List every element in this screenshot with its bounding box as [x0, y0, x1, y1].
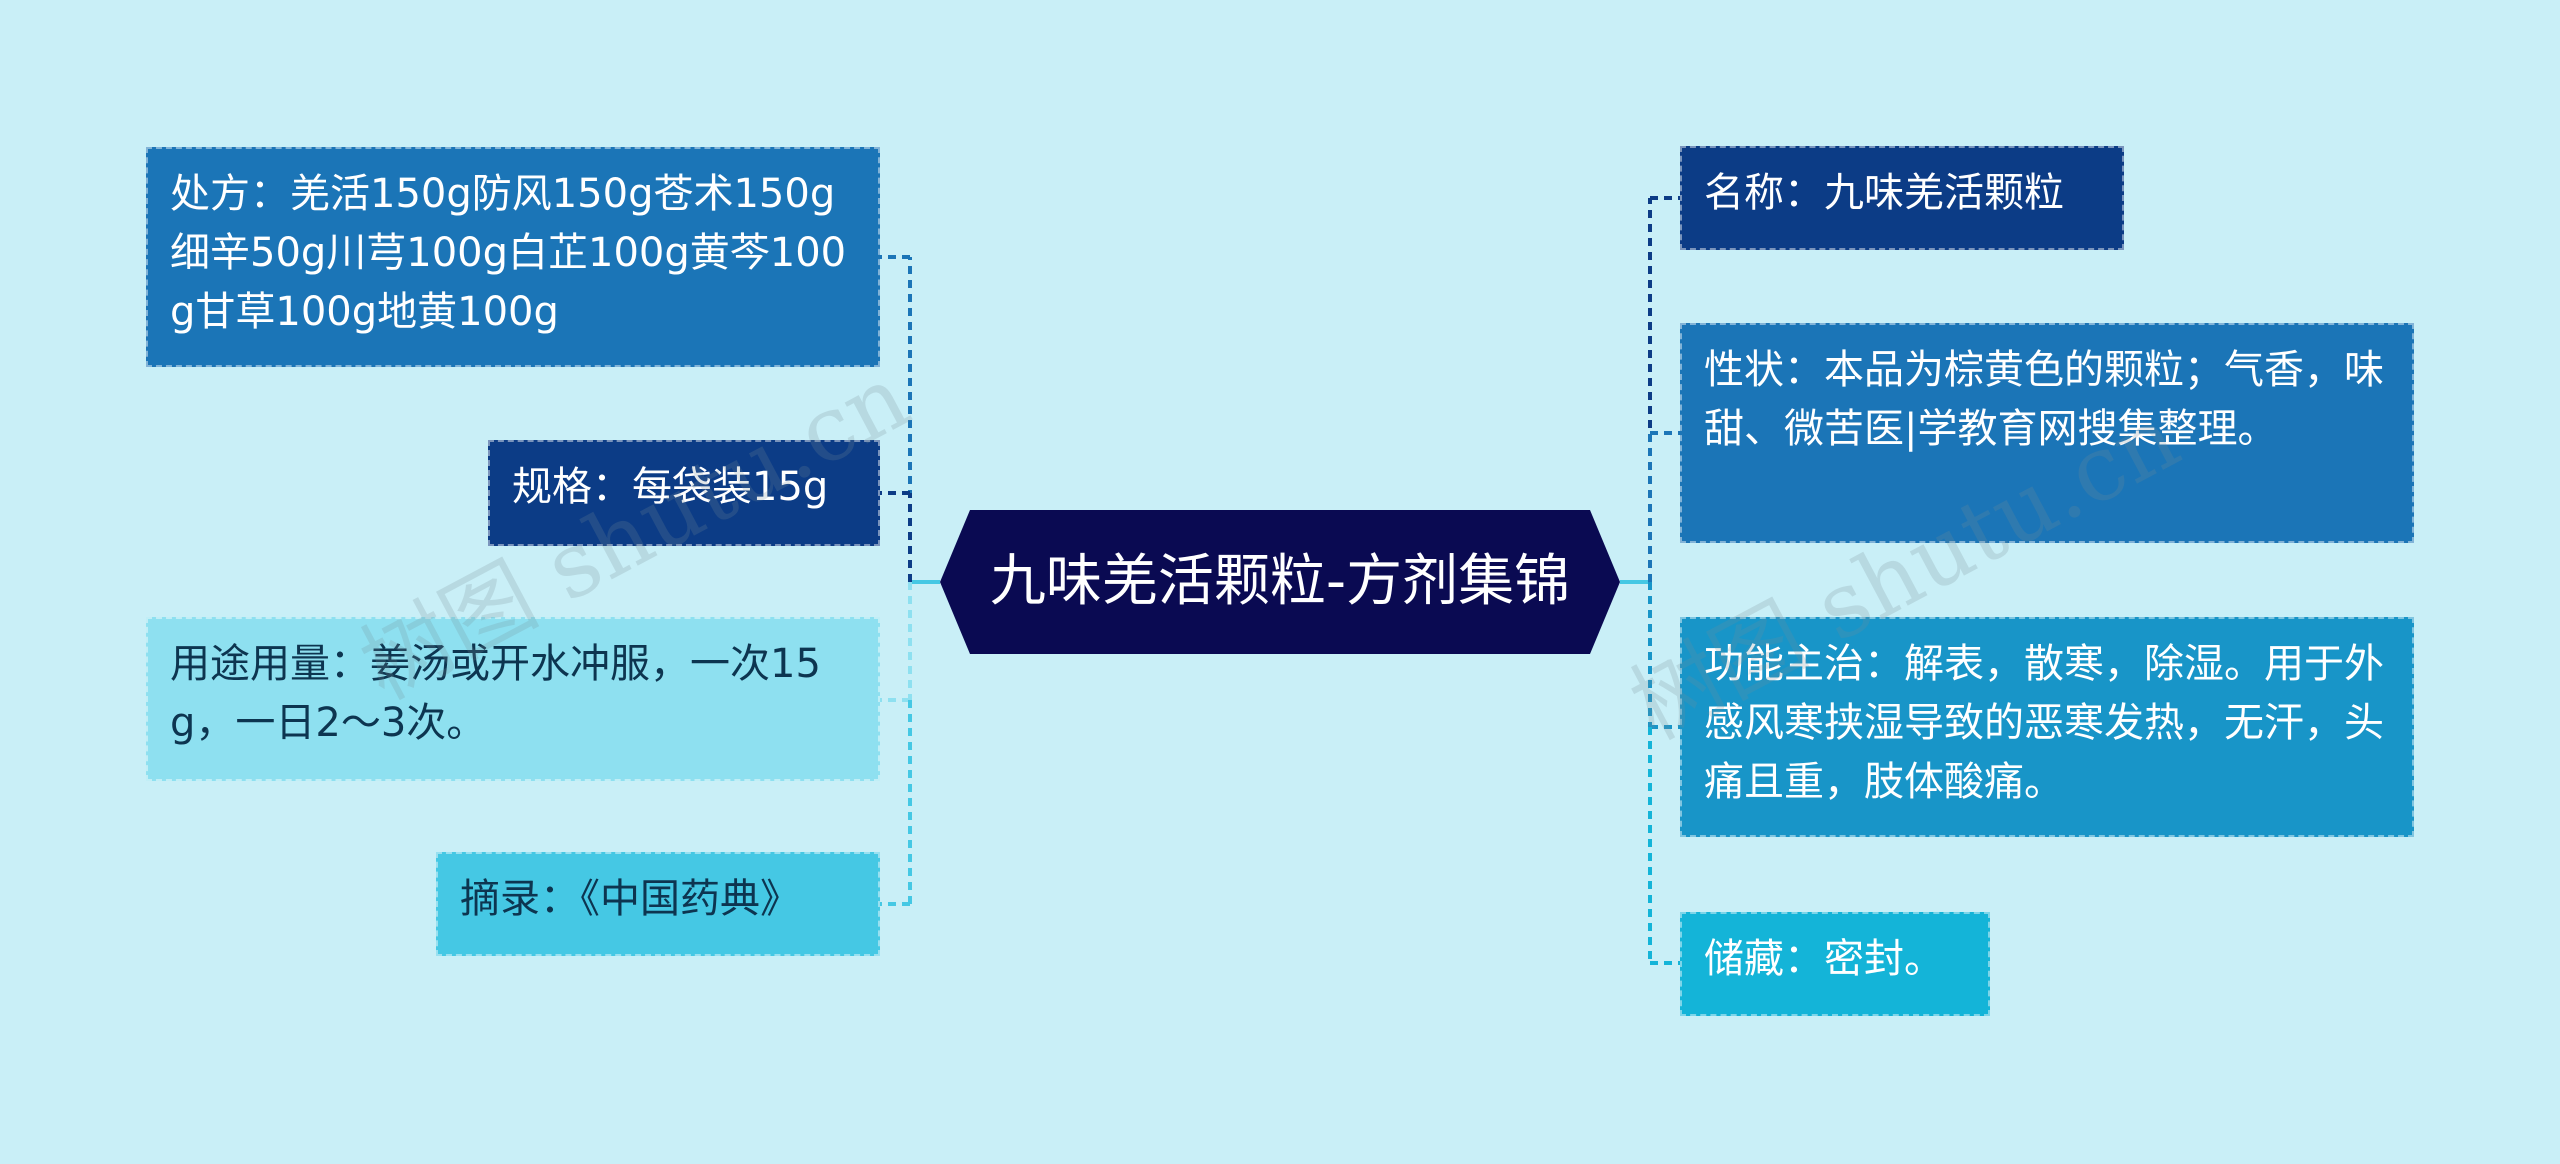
central-topic[interactable]: 九味羌活颗粒-方剂集锦	[940, 510, 1620, 654]
node-name[interactable]: 名称：九味羌活颗粒	[1680, 146, 2124, 250]
node-excerpt-label: 摘录：《中国药典》	[460, 876, 800, 922]
central-topic-label: 九味羌活颗粒-方剂集锦	[989, 549, 1571, 614]
node-specification-label: 规格：每袋装15g	[512, 464, 829, 510]
node-prescription[interactable]: 处方：羌活150g防风150g苍术150g细辛50g川芎100g白芷100g黄芩…	[146, 147, 880, 367]
node-characteristics-label: 性状：本品为棕黄色的颗粒；气香，味甜、微苦医|学教育网搜集整理。	[1704, 347, 2384, 452]
node-usage-dosage[interactable]: 用途用量：姜汤或开水冲服，一次15g，一日2～3次。	[146, 617, 880, 781]
node-storage-label: 储藏：密封。	[1704, 936, 1944, 982]
node-name-label: 名称：九味羌活颗粒	[1704, 170, 2064, 216]
node-usage-dosage-label: 用途用量：姜汤或开水冲服，一次15g，一日2～3次。	[170, 641, 821, 746]
node-indications[interactable]: 功能主治：解表，散寒，除湿。用于外感风寒挟湿导致的恶寒发热，无汗，头痛且重，肢体…	[1680, 617, 2414, 837]
node-indications-label: 功能主治：解表，散寒，除湿。用于外感风寒挟湿导致的恶寒发热，无汗，头痛且重，肢体…	[1704, 641, 2384, 805]
node-specification[interactable]: 规格：每袋装15g	[488, 440, 880, 546]
node-excerpt[interactable]: 摘录：《中国药典》	[436, 852, 880, 956]
node-prescription-label: 处方：羌活150g防风150g苍术150g细辛50g川芎100g白芷100g黄芩…	[170, 171, 847, 335]
node-storage[interactable]: 储藏：密封。	[1680, 912, 1990, 1016]
node-characteristics[interactable]: 性状：本品为棕黄色的颗粒；气香，味甜、微苦医|学教育网搜集整理。	[1680, 323, 2414, 543]
